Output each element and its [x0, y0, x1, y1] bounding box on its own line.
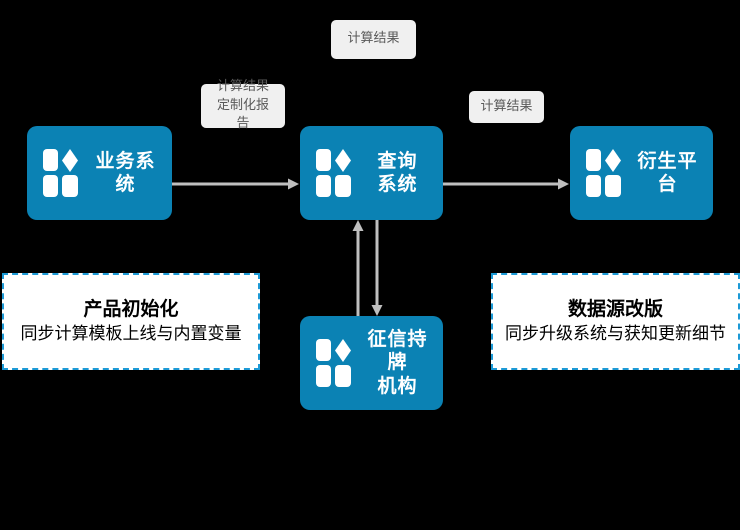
- node-business-system-label: 业务系统: [95, 149, 156, 195]
- arrow-business-to-query: [172, 178, 300, 190]
- icon-tile-top-left: [586, 149, 601, 171]
- node-business-system[interactable]: 业务系统: [27, 126, 172, 220]
- note-left-title: 产品初始化: [83, 298, 179, 321]
- icon-tile-bottom-right: [605, 175, 621, 197]
- icon-tile-bottom-left: [316, 365, 331, 387]
- node-query-system[interactable]: 查询 系统: [300, 126, 443, 220]
- tag-right-text: 计算结果: [480, 98, 533, 114]
- tag-calculation-result-right: 计算结果: [469, 91, 544, 123]
- icon-tile-bottom-left: [316, 175, 331, 197]
- icon-diamond-top-right: [605, 149, 621, 172]
- arrow-right-icon: [443, 178, 569, 190]
- arrow-query-to-bureau: [371, 220, 383, 316]
- icon-tile-bottom-right: [335, 175, 351, 197]
- tag-calculation-result-top: 计算结果: [331, 20, 416, 59]
- four-tile-diamond-icon: [43, 149, 81, 197]
- tag-left-text: 计算结果 定制化报告: [216, 78, 269, 132]
- four-tile-diamond-icon: [586, 149, 624, 197]
- icon-diamond-top-right: [62, 149, 78, 172]
- node-query-system-label: 查询 系统: [377, 149, 418, 195]
- node-derivative-platform[interactable]: 衍生平台: [570, 126, 713, 220]
- note-product-initialization: 产品初始化 同步计算模板上线与内置变量: [2, 273, 260, 370]
- arrow-right-icon: [172, 178, 299, 190]
- icon-tile-bottom-right: [62, 175, 78, 197]
- note-right-title: 数据源改版: [567, 298, 663, 321]
- icon-tile-bottom-left: [586, 175, 601, 197]
- arrow-bureau-to-query: [352, 220, 364, 316]
- node-credit-licensed-institution[interactable]: 征信持牌 机构: [300, 316, 443, 410]
- note-left-subtitle: 同步计算模板上线与内置变量: [20, 323, 242, 344]
- icon-tile-top-left: [316, 339, 331, 361]
- node-derivative-platform-label: 衍生平台: [637, 149, 698, 195]
- tag-top-text: 计算结果: [347, 31, 400, 47]
- note-datasource-revision: 数据源改版 同步升级系统与获知更新细节: [491, 273, 740, 370]
- icon-tile-top-left: [43, 149, 58, 171]
- icon-tile-top-left: [316, 149, 331, 171]
- icon-tile-bottom-right: [335, 365, 351, 387]
- icon-diamond-top-right: [335, 339, 351, 362]
- node-credit-licensed-institution-label: 征信持牌 机构: [367, 328, 428, 397]
- arrow-up-icon: [352, 220, 364, 316]
- arrow-query-to-platform: [443, 178, 570, 190]
- tag-calculation-result-report: 计算结果 定制化报告: [201, 79, 285, 131]
- arrow-down-icon: [371, 220, 383, 316]
- icon-tile-bottom-left: [43, 175, 58, 197]
- icon-diamond-top-right: [335, 149, 351, 172]
- four-tile-diamond-icon: [316, 149, 354, 197]
- four-tile-diamond-icon: [316, 339, 354, 387]
- note-right-subtitle: 同步升级系统与获知更新细节: [505, 323, 726, 344]
